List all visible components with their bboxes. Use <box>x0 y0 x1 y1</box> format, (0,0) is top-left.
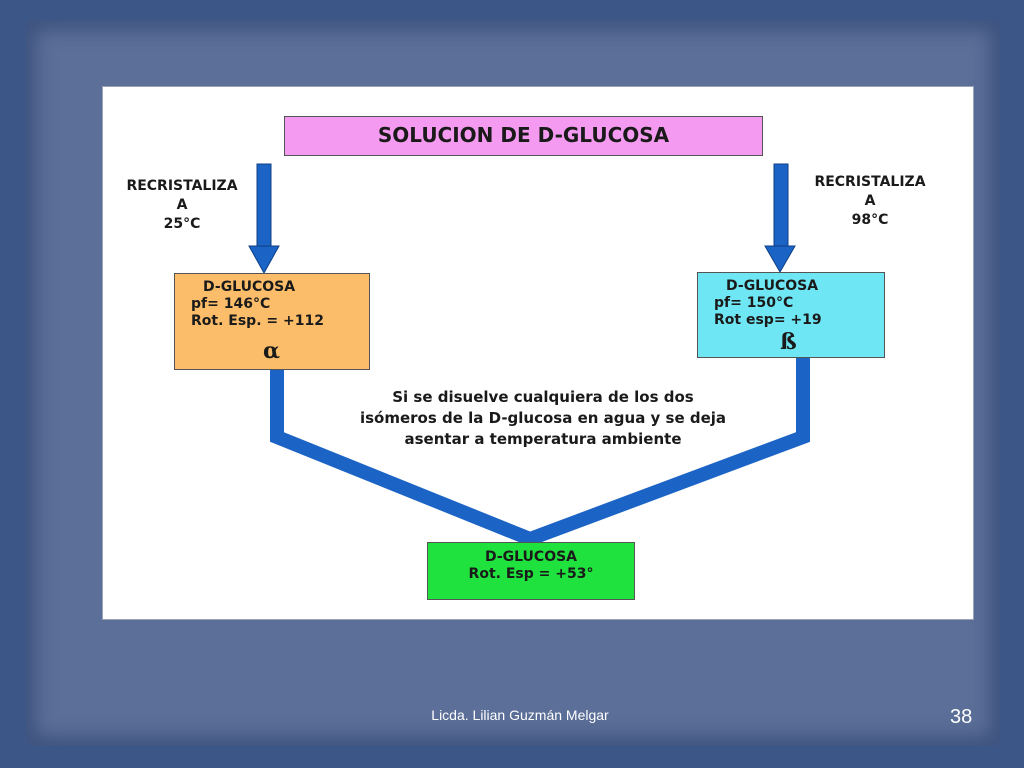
left-condition-line-1: RECRISTALIZA <box>126 178 238 194</box>
title-text: SOLUCION DE D-GLUCOSA <box>377 123 670 147</box>
alpha-box-line-1: D-GLUCOSA <box>203 279 296 295</box>
beta-glucose-box: D-GLUCOSA pf= 150°C Rot esp= +19 ß <box>697 272 885 358</box>
equilibrium-glucose-box: D-GLUCOSA Rot. Esp = +53° <box>427 542 635 600</box>
alpha-symbol: α <box>263 338 280 364</box>
right-condition-line-1: RECRISTALIZA <box>814 174 926 190</box>
beta-symbol: ß <box>780 329 797 355</box>
result-box-line-1: D-GLUCOSA <box>484 549 578 565</box>
beta-box-line-3: Rot esp= +19 <box>714 312 822 328</box>
beta-box-line-1: D-GLUCOSA <box>726 278 819 294</box>
right-condition-line-3: 98°C <box>851 212 889 228</box>
description-line-2: dos isómeros de la D-glucosa en <box>359 388 694 427</box>
left-condition-label: RECRISTALIZA A 25°C <box>107 177 257 234</box>
alpha-box-line-2: pf= 146°C <box>191 296 271 312</box>
footer-author: Licda. Lilian Guzmán Melgar <box>431 707 609 723</box>
dissolution-description: Si se disuelve cualquiera de los dos isó… <box>353 387 733 450</box>
description-line-4: temperatura ambiente <box>489 430 682 448</box>
description-line-3: agua y se deja asentar a <box>404 409 727 448</box>
alpha-glucose-box: D-GLUCOSA pf= 146°C Rot. Esp. = +112 α <box>174 273 370 370</box>
description-line-1: Si se disuelve cualquiera de los <box>392 388 659 406</box>
result-box-line-2: Rot. Esp = +53° <box>468 566 594 582</box>
right-condition-label: RECRISTALIZA A 98°C <box>791 173 949 230</box>
alpha-box-line-3: Rot. Esp. = +112 <box>191 313 324 329</box>
right-condition-line-2: A <box>864 193 876 209</box>
beta-box-line-2: pf= 150°C <box>714 295 794 311</box>
page-number: 38 <box>950 706 973 728</box>
left-condition-line-2: A <box>176 197 188 213</box>
title-box: SOLUCION DE D-GLUCOSA <box>284 116 763 156</box>
right-down-arrow <box>764 163 796 274</box>
left-condition-line-3: 25°C <box>163 216 201 232</box>
left-down-arrow <box>248 163 280 275</box>
converging-connector <box>270 358 810 547</box>
diagram-connectors <box>248 163 810 547</box>
glucose-mutarotation-diagram: SOLUCION DE D-GLUCOSA RECRISTALIZA A 25°… <box>102 86 974 620</box>
